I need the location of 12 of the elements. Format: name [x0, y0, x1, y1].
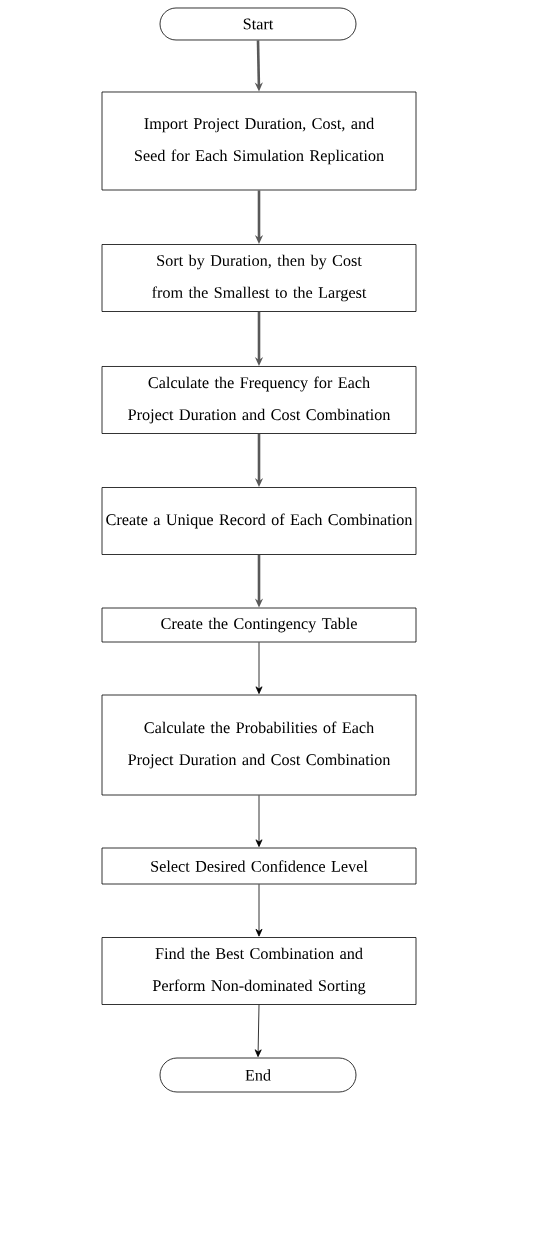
process-box: Import Project Duration, Cost, and Seed for Each Simulation Replication: [101, 91, 417, 191]
process-box: Select Desired Confidence Level: [101, 847, 417, 885]
arrow: [255, 642, 263, 694]
process-box: Sort by Duration, then by Cost from the Smallest to the Largest: [101, 244, 417, 312]
process-box: Find the Best Combination and Perform Non-dominated Sorting: [101, 937, 417, 1005]
arrow: [254, 1004, 262, 1058]
arrow: [255, 795, 263, 847]
process-box: Create the Contingency Table: [101, 607, 417, 643]
arrow: [255, 884, 263, 937]
process-box: Create a Unique Record of Each Combination: [101, 487, 417, 555]
process-box: Calculate the Probabilities of Each Project Duration and Cost Combination: [101, 694, 417, 796]
process-box: Calculate the Frequency for Each Project Duration and Cost Combination: [101, 366, 417, 434]
